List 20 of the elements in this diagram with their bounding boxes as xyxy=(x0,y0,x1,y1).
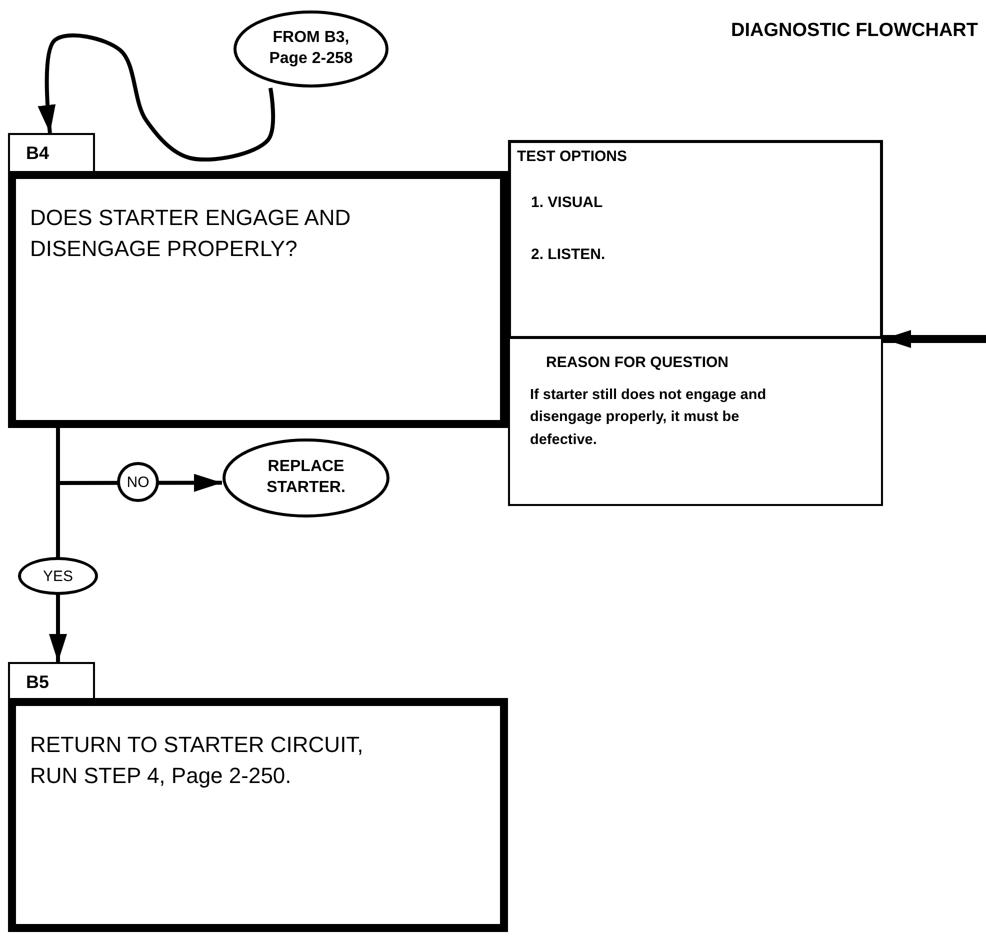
panel-text: If starter still does not engage and disengage properly, it must be defective. xyxy=(530,386,768,450)
edge-label: YES xyxy=(18,557,98,595)
option-item: 2. LISTEN. xyxy=(531,245,606,265)
step-number-tab: B4 xyxy=(8,133,95,173)
step-text: RETURN TO STARTER CIRCUIT, RUN STEP 4, Page 2-250. xyxy=(30,731,364,790)
terminal-label: FROM B3, Page 2-258 xyxy=(268,28,354,69)
terminal-oval xyxy=(233,10,389,88)
info-panel xyxy=(508,337,883,506)
flow-arrow xyxy=(38,33,276,162)
terminal-oval xyxy=(222,438,390,518)
option-item: 1. VISUAL xyxy=(531,193,604,213)
panel-heading: REASON FOR QUESTION xyxy=(546,353,730,373)
step-number-tab: B5 xyxy=(8,662,95,700)
edge-label: NO xyxy=(117,462,159,502)
terminal-label: REPLACE STARTER. xyxy=(266,457,346,498)
step-text: DOES STARTER ENGAGE AND DISENGAGE PROPERLY? xyxy=(30,204,352,263)
flow-arrow xyxy=(883,330,986,348)
panel-heading: TEST OPTIONS xyxy=(517,147,628,167)
diagram-title: DIAGNOSTIC FLOWCHART xyxy=(731,20,978,42)
info-panel xyxy=(508,140,883,339)
